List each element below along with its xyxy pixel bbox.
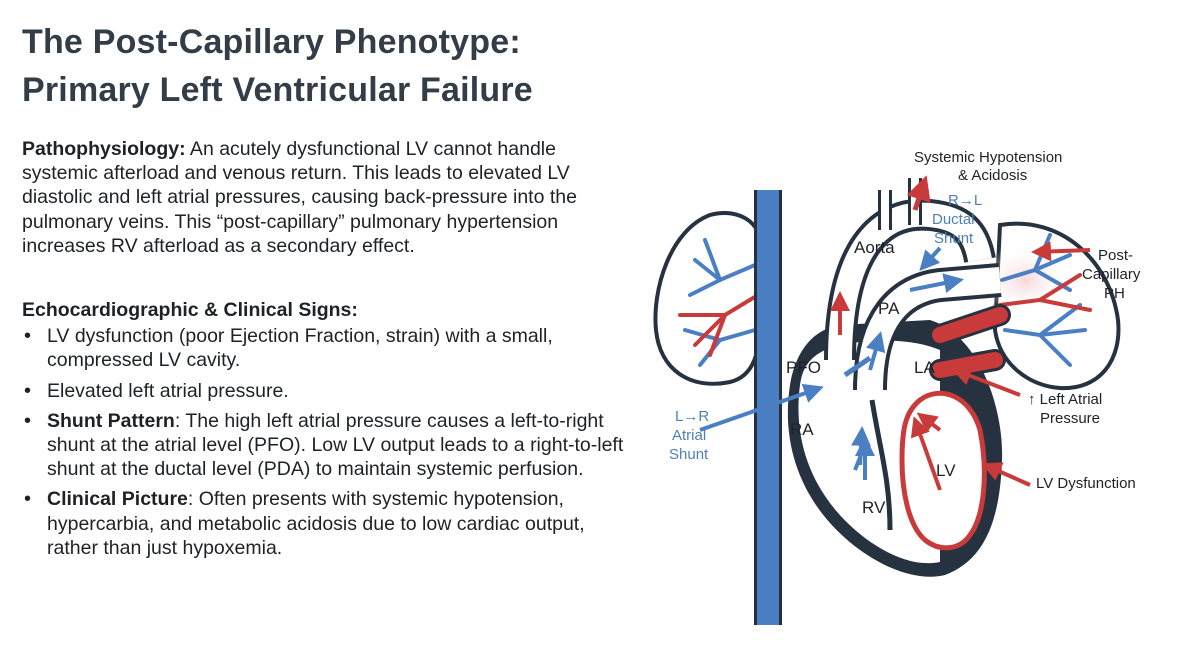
annot-ductal-3: Shunt — [934, 230, 974, 247]
systemic-flow-arrow — [906, 175, 931, 211]
shunt-pattern-label: Shunt Pattern — [47, 409, 175, 432]
annot-systemic-1: Systemic Hypotension — [914, 149, 1062, 166]
rv-outflow-arrow — [865, 331, 886, 371]
postcap-arrow — [1031, 241, 1091, 262]
clinical-picture-label: Clinical Picture — [47, 488, 188, 511]
signs-list: LV dysfunction (poor Ejection Fraction, … — [22, 324, 632, 560]
annot-la-pressure-2: Pressure — [1040, 410, 1100, 427]
atrial-shunt-arrow — [699, 383, 824, 432]
annot-systemic-2: & Acidosis — [958, 167, 1027, 184]
annot-la-pressure-1: ↑ Left Atrial — [1028, 391, 1102, 408]
heart-body — [787, 320, 1003, 577]
flow-arrows — [699, 175, 1091, 491]
pathophysiology-label: Pathophysiology: — [22, 138, 186, 160]
label-la: LA — [914, 358, 935, 377]
annot-lv-dysfunction: LV Dysfunction — [1036, 475, 1136, 492]
right-lung — [980, 221, 1121, 391]
la-pressure-arrow — [951, 366, 1021, 397]
annot-postcap-1: Post- — [1098, 247, 1133, 264]
pulmonary-veins — [929, 304, 1011, 381]
lv-dysfunction-arrow — [981, 462, 1031, 487]
annot-ductal-2: Ductal — [932, 211, 975, 228]
annot-atrial-3: Shunt — [669, 446, 709, 463]
lv-flow-arrow — [910, 416, 942, 491]
annot-ductal-1: R→L — [948, 192, 982, 209]
pathophysiology-text: An acutely dysfunctional LV cannot handl… — [22, 138, 577, 257]
pa-flow-arrow — [909, 273, 964, 293]
clinical-picture-text: : Often presents with systemic hypotensi… — [47, 488, 585, 559]
label-ra: RA — [790, 420, 814, 439]
pathophysiology-paragraph: Pathophysiology: An acutely dysfunctiona… — [22, 137, 632, 258]
label-pfo: PFO — [786, 358, 821, 377]
list-item: Clinical Picture: Often presents with sy… — [22, 487, 632, 560]
text-column: Pathophysiology: An acutely dysfunctiona… — [22, 137, 632, 566]
sign-la-pressure: Elevated left atrial pressure. — [47, 379, 289, 402]
label-rv: RV — [862, 498, 886, 517]
label-lv: LV — [936, 461, 956, 480]
annot-atrial-2: Atrial — [672, 427, 706, 444]
list-item: Shunt Pattern: The high left atrial pres… — [22, 409, 632, 482]
title-line-1: The Post-Capillary Phenotype: — [22, 23, 521, 61]
label-pa: PA — [878, 299, 900, 318]
list-item: Elevated left atrial pressure. — [22, 379, 632, 403]
annot-postcap-3: PH — [1104, 285, 1125, 302]
signs-heading: Echocardiographic & Clinical Signs: — [22, 299, 358, 322]
list-item: LV dysfunction (poor Ejection Fraction, … — [22, 324, 632, 372]
right-lung-vessels-red — [998, 273, 1092, 312]
label-aorta: Aorta — [854, 238, 895, 257]
title-line-2: Primary Left Ventricular Failure — [22, 71, 533, 109]
left-lung — [653, 211, 762, 386]
shunt-pattern-text: : The high left atrial pressure causes a… — [47, 409, 624, 481]
annot-atrial-1: L→R — [675, 408, 709, 425]
page-title: The Post-Capillary Phenotype: Primary Le… — [22, 18, 662, 114]
sign-lv-dysfunction: LV dysfunction (poor Ejection Fraction, … — [47, 325, 553, 372]
ductal-shunt-arrow — [919, 246, 942, 271]
pfo-shunt — [843, 355, 872, 378]
annot-postcap-2: Capillary — [1082, 266, 1141, 283]
rv-flow-arrow — [853, 444, 867, 471]
heart-diagram: Aorta PA PFO LA RA LV RV Systemic Hypote… — [653, 149, 1141, 625]
septum — [869, 399, 893, 531]
left-lung-vessels-red — [678, 293, 760, 357]
